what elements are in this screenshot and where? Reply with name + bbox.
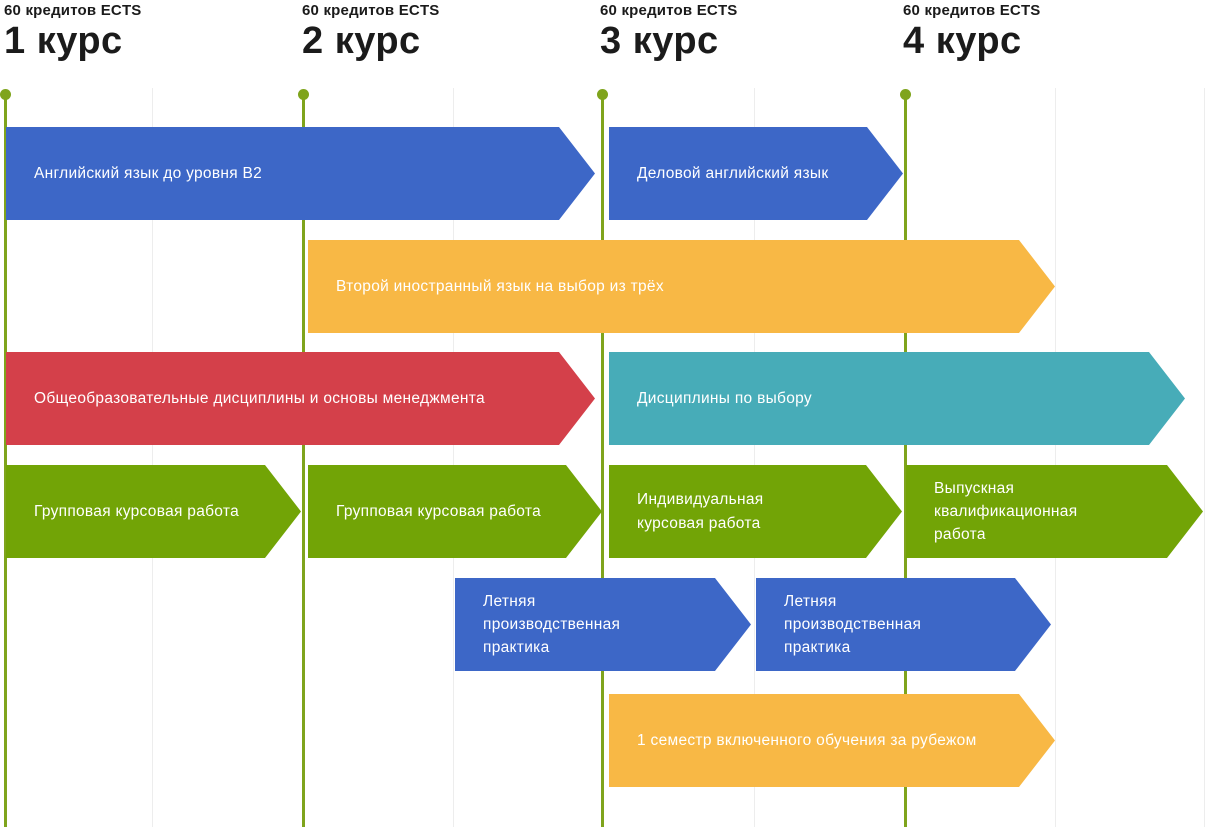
gridline (453, 88, 454, 827)
bar-group-coursework-2: Групповая курсовая работа (308, 465, 602, 558)
bar-label: Общеобразовательные дисциплины и основы … (34, 389, 485, 407)
course-axis-3 (597, 89, 608, 827)
gridline (754, 88, 755, 827)
bar-label: Деловой английский язык (637, 164, 829, 182)
gridline (1204, 88, 1205, 827)
bar-business-english: Деловой английский язык (609, 127, 903, 220)
bar-general-disciplines: Общеобразовательные дисциплины и основы … (6, 352, 595, 445)
bar-summer-internship-1: Летняя производственная практика (455, 578, 751, 671)
course-axis-4 (900, 89, 911, 827)
bar-label: Индивидуальная курсовая работа (637, 491, 764, 532)
bar-label: Летняя производственная практика (784, 592, 922, 657)
course-title: 3 курс (600, 20, 719, 62)
credits-label: 60 кредитов ECTS (302, 2, 440, 19)
bar-label: Групповая курсовая работа (336, 502, 542, 520)
course-title: 2 курс (302, 20, 421, 62)
bar-elective-disciplines: Дисциплины по выбору (609, 352, 1185, 445)
gridline (1055, 88, 1056, 827)
axis-dot (298, 89, 309, 100)
course-header-3: 60 кредитов ECTS 3 курс (600, 0, 738, 62)
bar-label: Английский язык до уровня B2 (34, 164, 263, 182)
course-header-1: 60 кредитов ECTS 1 курс (4, 0, 142, 62)
bar-group-coursework-1: Групповая курсовая работа (6, 465, 301, 558)
axis-dot (900, 89, 911, 100)
bar-label: Дисциплины по выбору (637, 389, 812, 407)
axis-dot (597, 89, 608, 100)
gridline (152, 88, 153, 827)
bar-label: Летняя производственная практика (483, 592, 621, 657)
course-header-4: 60 кредитов ECTS 4 курс (903, 0, 1041, 62)
course-title: 1 курс (4, 20, 123, 62)
course-header-2: 60 кредитов ECTS 2 курс (302, 0, 440, 62)
course-axis-1 (0, 89, 11, 827)
axis-dot (0, 89, 11, 100)
course-axis-2 (298, 89, 309, 827)
bar-individual-coursework: Индивидуальная курсовая работа (609, 465, 902, 558)
bar-summer-internship-2: Летняя производственная практика (756, 578, 1051, 671)
bar-english-language-b2: Английский язык до уровня B2 (6, 127, 595, 220)
bar-label: 1 семестр включенного обучения за рубежо… (637, 731, 977, 749)
credits-label: 60 кредитов ECTS (903, 2, 1041, 19)
bar-label: Второй иностранный язык на выбор из трёх (336, 277, 664, 295)
bar-label: Выпускная квалификационная работа (934, 479, 1078, 544)
bar-semester-abroad: 1 семестр включенного обучения за рубежо… (609, 694, 1055, 787)
bar-graduation-thesis: Выпускная квалификационная работа (906, 465, 1203, 558)
course-title: 4 курс (903, 20, 1022, 62)
credits-label: 60 кредитов ECTS (600, 2, 738, 19)
credits-label: 60 кредитов ECTS (4, 2, 142, 19)
bar-second-foreign-language: Второй иностранный язык на выбор из трёх (308, 240, 1055, 333)
bar-label: Групповая курсовая работа (34, 502, 240, 520)
